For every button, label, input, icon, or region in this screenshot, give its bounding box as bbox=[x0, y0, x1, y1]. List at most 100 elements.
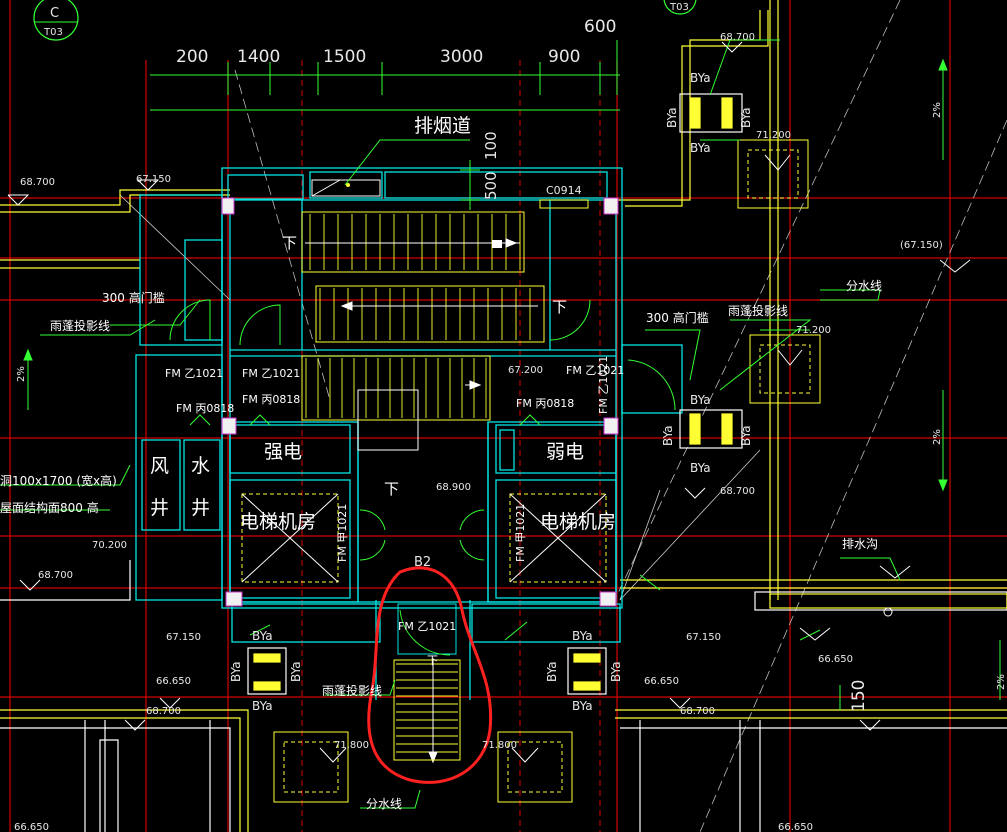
room-water-shaft-1: 水 bbox=[191, 455, 210, 477]
svg-text:BYa: BYa bbox=[545, 661, 559, 682]
label-rain-line-left: 雨蓬投影线 bbox=[50, 318, 110, 333]
svg-text:T03: T03 bbox=[43, 27, 63, 38]
slope-2: 2% bbox=[932, 429, 943, 445]
chimney-boxes bbox=[273, 139, 821, 803]
door-fm-stair: FM 乙1021 bbox=[398, 620, 456, 633]
label-b2: B2 bbox=[414, 555, 431, 570]
elev-3: 68.700 bbox=[720, 32, 755, 43]
room-elevator-machine-right: 电梯机房 bbox=[540, 511, 616, 533]
elev-9: 70.200 bbox=[92, 540, 127, 551]
room-elevator-machine-left: 电梯机房 bbox=[240, 511, 316, 533]
grid-bubble-t03-right: T03 bbox=[663, 0, 697, 15]
stair-marker bbox=[492, 240, 502, 248]
slope-arrows bbox=[23, 58, 1001, 710]
svg-text:BYa: BYa bbox=[665, 107, 679, 128]
svg-text:BYa: BYa bbox=[572, 699, 593, 713]
slope-1: 2% bbox=[932, 102, 943, 118]
door-fm-right-vertical: FM 乙1021 bbox=[597, 356, 610, 414]
elev-4: 71.200 bbox=[756, 130, 791, 141]
svg-text:BYa: BYa bbox=[690, 71, 711, 85]
elev-11: 68.700 bbox=[720, 486, 755, 497]
elevation-markers bbox=[7, 41, 971, 731]
structural-columns bbox=[221, 197, 619, 607]
chimney-triangles bbox=[319, 154, 803, 763]
label-c0914: C0914 bbox=[546, 184, 582, 197]
elev-8: 68.900 bbox=[436, 482, 471, 493]
elevator-shafts bbox=[241, 493, 607, 583]
svg-text:BYa: BYa bbox=[739, 425, 753, 446]
elev-14: 66.650 bbox=[818, 654, 853, 665]
label-threshold-left: 300 高门槛 bbox=[102, 290, 165, 305]
svg-text:BYa: BYa bbox=[289, 661, 303, 682]
svg-text:BYa: BYa bbox=[690, 461, 711, 475]
slope-guide-lines bbox=[234, 0, 1007, 832]
svg-text:BYa: BYa bbox=[572, 629, 593, 643]
door-fm-mid: FM 乙1021 bbox=[242, 367, 300, 380]
svg-text:T03: T03 bbox=[669, 2, 689, 13]
markup-circle bbox=[367, 566, 493, 784]
svg-text:BYa: BYa bbox=[690, 393, 711, 407]
dim-500: 500 bbox=[482, 171, 500, 200]
stair-center-box bbox=[301, 355, 491, 451]
stair-treads-bottom bbox=[396, 663, 458, 753]
svg-text:BYa: BYa bbox=[690, 141, 711, 155]
dim-900: 900 bbox=[548, 47, 580, 67]
slope-3: 2% bbox=[16, 366, 27, 382]
axis-grid-dashed bbox=[301, 60, 601, 832]
drain-point bbox=[883, 607, 893, 617]
svg-text:BYa: BYa bbox=[252, 699, 273, 713]
dim-600: 600 bbox=[584, 17, 616, 37]
door-swings bbox=[169, 299, 676, 656]
label-down-3: 下 bbox=[384, 480, 399, 498]
label-opening-size: 洞100x1700 (宽x高) bbox=[0, 473, 117, 488]
roof-ridge-lines bbox=[119, 194, 761, 601]
door-fm-left: FM 乙1021 bbox=[165, 367, 223, 380]
dim-150: 150 bbox=[849, 680, 869, 712]
label-roof-structure: 屋面结构面800 高 bbox=[0, 500, 99, 515]
svg-text:BYa: BYa bbox=[229, 661, 243, 682]
elev-15: 66.650 bbox=[156, 676, 191, 687]
stair-arrows bbox=[305, 238, 538, 764]
grid-bubble-c: C T03 bbox=[33, 0, 79, 41]
svg-text:BYa: BYa bbox=[609, 661, 623, 682]
dim-3000: 3000 bbox=[440, 47, 483, 67]
entry-stair-frame bbox=[393, 603, 461, 761]
elev-12: 67.150 bbox=[166, 632, 201, 643]
svg-text:BYa: BYa bbox=[252, 629, 273, 643]
dim-200: 200 bbox=[176, 47, 208, 67]
elev-13: 67.150 bbox=[686, 632, 721, 643]
room-wind-shaft-1: 风 bbox=[150, 455, 169, 477]
elev-5: (67.150) bbox=[900, 240, 943, 251]
label-rain-line-bottom: 雨蓬投影线 bbox=[322, 683, 382, 698]
room-water-shaft-2: 井 bbox=[191, 497, 210, 519]
elev-18: 68.700 bbox=[680, 706, 715, 717]
room-weak-elec: 弱电 bbox=[546, 441, 584, 463]
label-drain-ditch: 排水沟 bbox=[842, 537, 878, 551]
elev-7: 67.200 bbox=[508, 365, 543, 376]
svg-text:BYa: BYa bbox=[739, 107, 753, 128]
bya-labels: BYa BYa BYa BYa BYa BYa BYa BYa BYa BYa … bbox=[229, 71, 753, 713]
stair-treads-center bbox=[305, 358, 487, 418]
label-threshold-right: 300 高门槛 bbox=[646, 310, 709, 325]
bya-window-groups bbox=[247, 93, 743, 695]
label-divide-bottom: 分水线 bbox=[366, 797, 402, 811]
svg-text:C: C bbox=[50, 6, 59, 21]
elev-17: 68.700 bbox=[146, 706, 181, 717]
elev-2: 67.150 bbox=[136, 174, 171, 185]
room-wind-shaft-2: 井 bbox=[150, 497, 169, 519]
label-down-1: 下 bbox=[282, 234, 297, 252]
door-fm-b3: FM 丙0818 bbox=[516, 397, 574, 410]
smoke-duct-dot bbox=[346, 183, 350, 187]
leader-lines bbox=[0, 39, 901, 809]
door-fm-right: FM 乙1021 bbox=[566, 364, 624, 377]
dim-1400: 1400 bbox=[237, 47, 280, 67]
stair-treads-mid bbox=[319, 288, 531, 340]
core-walls bbox=[135, 167, 683, 700]
label-down-2: 下 bbox=[552, 298, 567, 316]
dim-1500: 1500 bbox=[323, 47, 366, 67]
door-fm-b2: FM 丙0818 bbox=[242, 393, 300, 406]
elev-1: 68.700 bbox=[20, 177, 55, 188]
svg-text:BYa: BYa bbox=[661, 425, 675, 446]
elev-16: 66.650 bbox=[644, 676, 679, 687]
